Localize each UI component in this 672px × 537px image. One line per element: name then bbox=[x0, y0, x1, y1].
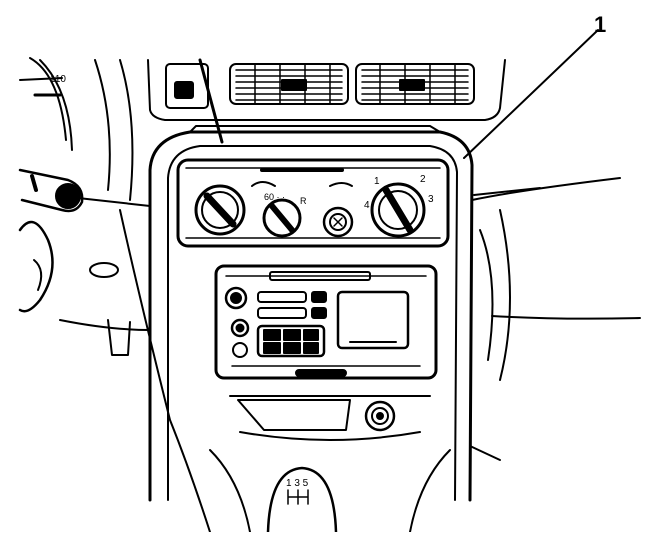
fan-speed-4: 4 bbox=[364, 200, 370, 211]
radio-button-mode[interactable] bbox=[311, 307, 327, 319]
radio-button-band[interactable] bbox=[311, 291, 327, 303]
center-vent-right bbox=[355, 63, 475, 105]
fan-speed-2: 2 bbox=[420, 174, 426, 185]
callout-leader-line bbox=[463, 29, 599, 159]
svg-text:60 · ·: 60 · · bbox=[264, 192, 285, 202]
instrument-cluster: 110 bbox=[19, 57, 134, 201]
leader-line-left bbox=[198, 58, 224, 144]
volume-knob[interactable] bbox=[224, 286, 248, 310]
mode-dial-letter: R bbox=[300, 196, 307, 206]
radio-button-row-1[interactable] bbox=[257, 291, 307, 303]
tuning-knob[interactable] bbox=[230, 318, 250, 358]
fan-speed-dial[interactable]: 1 2 3 4 bbox=[364, 174, 434, 238]
lower-console bbox=[229, 395, 431, 441]
storage-tray[interactable] bbox=[237, 399, 351, 431]
audio-unit bbox=[214, 264, 438, 380]
eject-button[interactable] bbox=[295, 369, 347, 377]
cassette-slot bbox=[269, 271, 371, 281]
center-vent-left bbox=[229, 63, 349, 105]
steering-column-shroud bbox=[18, 220, 131, 356]
cigarette-lighter[interactable] bbox=[364, 400, 396, 432]
hazard-switch-button bbox=[174, 81, 194, 99]
radio-button-row-2[interactable] bbox=[257, 307, 307, 319]
preset-button-cluster[interactable] bbox=[256, 324, 326, 358]
fan-speed-3: 3 bbox=[428, 194, 434, 205]
climate-control-panel: 60 · · R 1 2 3 4 bbox=[176, 158, 450, 248]
lower-trim-lines bbox=[59, 209, 451, 533]
temperature-dial[interactable] bbox=[194, 184, 246, 236]
fan-speed-1: 1 bbox=[374, 176, 380, 187]
dashboard-right-contours bbox=[469, 177, 641, 461]
wiper-stalk bbox=[18, 168, 151, 213]
callout-number: 1 bbox=[594, 12, 607, 37]
upper-dashboard bbox=[147, 58, 506, 144]
ac-button[interactable] bbox=[322, 206, 354, 238]
shift-pattern-label: 1 3 5 bbox=[286, 478, 309, 489]
mode-dial[interactable]: 60 · · R bbox=[262, 192, 307, 238]
odometer-reading: 110 bbox=[50, 74, 66, 85]
shift-lever[interactable]: 1 3 5 bbox=[266, 466, 338, 534]
radio-display bbox=[336, 290, 410, 350]
console-trim-bezel bbox=[148, 125, 474, 502]
